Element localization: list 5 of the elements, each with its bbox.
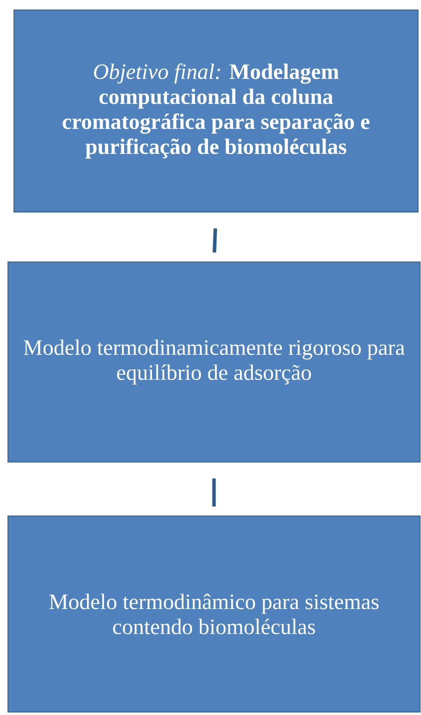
- process-box: Modelo termodinamicamente rigoroso para equilíbrio de adsorção: [8, 262, 420, 462]
- process-box: Modelo termodinâmico para sistemas contendo biomoléculas: [8, 516, 420, 712]
- connector-line: [212, 228, 218, 253]
- connector-line: [212, 478, 216, 506]
- process-box: Objetivo final: Modelagem computacional da coluna cromatográfica para separação e purificação de biomoléculas: [14, 10, 418, 212]
